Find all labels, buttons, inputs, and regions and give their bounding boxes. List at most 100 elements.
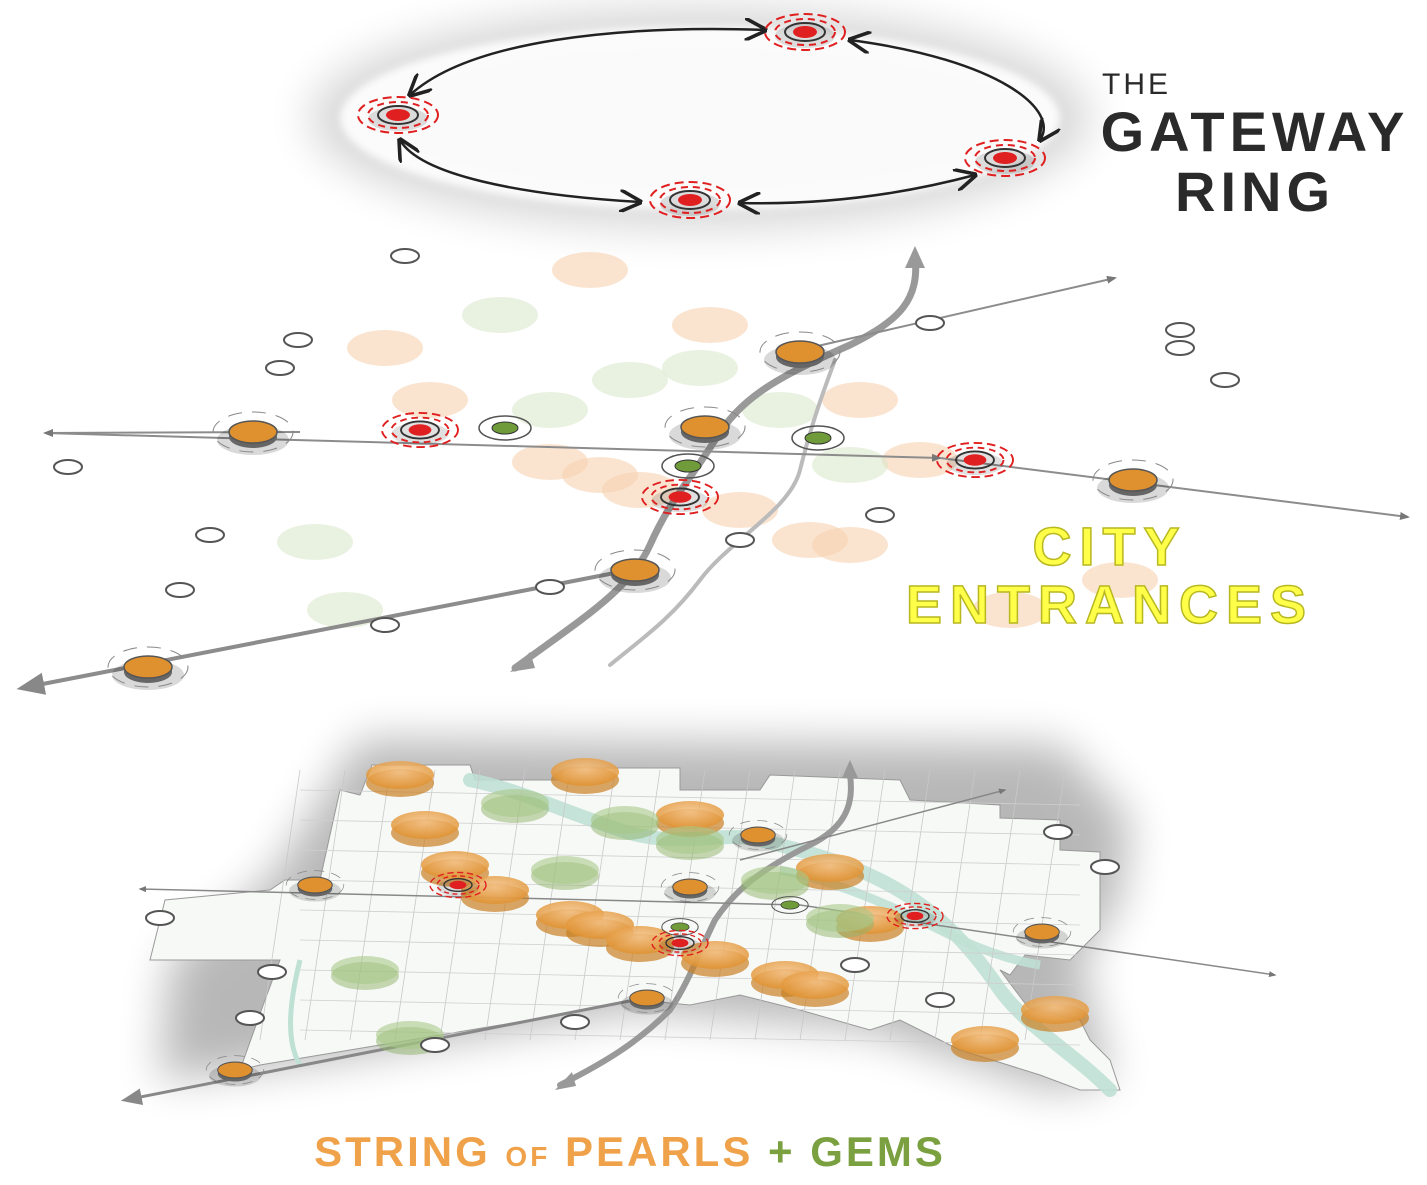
entrance-marker-icon — [390, 248, 420, 264]
gem-node-icon — [771, 896, 809, 914]
map-pearl-top — [656, 801, 724, 829]
pearl-top — [1024, 923, 1060, 941]
map-pearl-top — [1021, 996, 1089, 1024]
map-gem-icon — [741, 866, 809, 900]
faint-gem-district — [812, 447, 888, 483]
gateway-ring-mid — [436, 875, 480, 895]
gateway-ring-inner — [443, 878, 473, 892]
pearl-top — [672, 878, 708, 896]
map-gem-icon — [531, 856, 599, 890]
pearl-node-icon — [664, 406, 746, 450]
gateway-core — [793, 26, 817, 38]
faint-districts — [277, 252, 1158, 628]
faint-pearl-district — [702, 492, 778, 528]
street-line — [299, 909, 1081, 926]
street-line — [259, 769, 301, 1041]
gem-node-icon — [661, 918, 699, 936]
map-gem-top — [481, 789, 549, 817]
map-nodes — [145, 758, 1120, 1087]
faint-gem-district — [742, 392, 818, 428]
entrance-marker-icon — [370, 617, 400, 633]
caption-gems: GEMS — [810, 1128, 946, 1175]
entrance-marker-ring — [1090, 859, 1120, 875]
road-west-east — [44, 432, 942, 462]
pearl-node-icon — [212, 411, 294, 455]
gateway-ring-outer — [381, 411, 459, 449]
ring-arrow-right-bottom — [740, 175, 975, 203]
gateway-node-icon — [641, 478, 719, 516]
gateway-ring-mid — [650, 483, 710, 511]
faint-gem-district — [512, 392, 588, 428]
pearl-node-icon — [1092, 459, 1174, 503]
gem-ring — [661, 918, 699, 936]
map-gem-icon — [656, 826, 724, 860]
gateway-ring-outer — [429, 871, 487, 899]
highway-main-head — [905, 246, 925, 268]
entrance-marker-icon — [1165, 322, 1195, 338]
map-highway-tail — [555, 1072, 576, 1090]
map-pearl-icon — [1021, 996, 1089, 1032]
gateway-core — [678, 194, 702, 206]
gateway-node-icon — [429, 871, 487, 899]
pearl-top — [228, 420, 278, 444]
pearl-top — [775, 340, 825, 364]
gem-core — [780, 900, 800, 910]
gateway-ring-inner — [400, 420, 440, 440]
gateway-ring-inner — [660, 487, 700, 507]
street-line — [979, 769, 1021, 1041]
map-pearl-icon — [606, 926, 674, 962]
gateway-core — [408, 424, 432, 436]
faint-pearl-district — [882, 442, 958, 478]
faint-pearl-district — [347, 330, 423, 366]
map-pearl-top — [366, 761, 434, 789]
gateway-ring-inner — [377, 105, 419, 125]
map-pearl-top — [421, 851, 489, 879]
pearl-halo — [212, 411, 294, 453]
gateway-ring-inner — [984, 148, 1026, 168]
entrance-marker-ring — [865, 507, 895, 523]
entrance-nodes — [53, 248, 1240, 690]
map-pearl-top — [951, 1026, 1019, 1054]
entrance-marker-ring — [53, 459, 83, 475]
faint-gem-district — [462, 297, 538, 333]
river-west — [288, 959, 303, 1067]
entrance-marker-ring — [195, 527, 225, 543]
pearl-top — [740, 826, 776, 844]
gateway-core — [671, 938, 689, 948]
gateway-node-icon — [651, 929, 709, 957]
entrance-marker-icon — [1165, 340, 1195, 356]
ring-arrow-bottom-left — [400, 140, 640, 202]
gem-core — [674, 459, 702, 473]
entrance-marker-ring — [1165, 322, 1195, 338]
gateway-ring-mid — [658, 933, 702, 953]
map-pearl-icon — [951, 1026, 1019, 1062]
gem-ring — [771, 896, 809, 914]
pearl-node-icon — [1012, 917, 1072, 949]
gateway-ring-mid — [945, 446, 1005, 474]
gateway-ring-outer — [936, 441, 1014, 479]
highway-main-tail — [510, 652, 535, 672]
faint-pearl-district — [822, 382, 898, 418]
gateway-ring-mid — [774, 18, 836, 46]
street-line — [299, 999, 1081, 1016]
gateway-core — [963, 454, 987, 466]
entrance-marker-icon — [865, 507, 895, 523]
pearl-halo — [660, 872, 720, 902]
gateway-ring-outer — [964, 139, 1046, 177]
map-gem-top — [806, 904, 874, 932]
title-the: THE — [1102, 68, 1171, 101]
entrance-marker-icon — [560, 1014, 590, 1030]
map-panel — [120, 740, 1277, 1106]
entrance-marker-icon — [725, 532, 755, 548]
entrance-marker-icon — [925, 992, 955, 1008]
entrance-marker-ring — [390, 248, 420, 264]
gem-node-icon — [791, 425, 845, 451]
gem-ring — [791, 425, 845, 451]
entrance-marker-icon — [535, 579, 565, 595]
faint-gem-district — [277, 524, 353, 560]
map-pearl-icon — [551, 758, 619, 794]
title-gateway: GATEWAY — [1100, 100, 1410, 163]
entrance-marker-ring — [165, 582, 195, 598]
map-gem-top — [591, 806, 659, 834]
entrance-marker-ring — [265, 360, 295, 376]
